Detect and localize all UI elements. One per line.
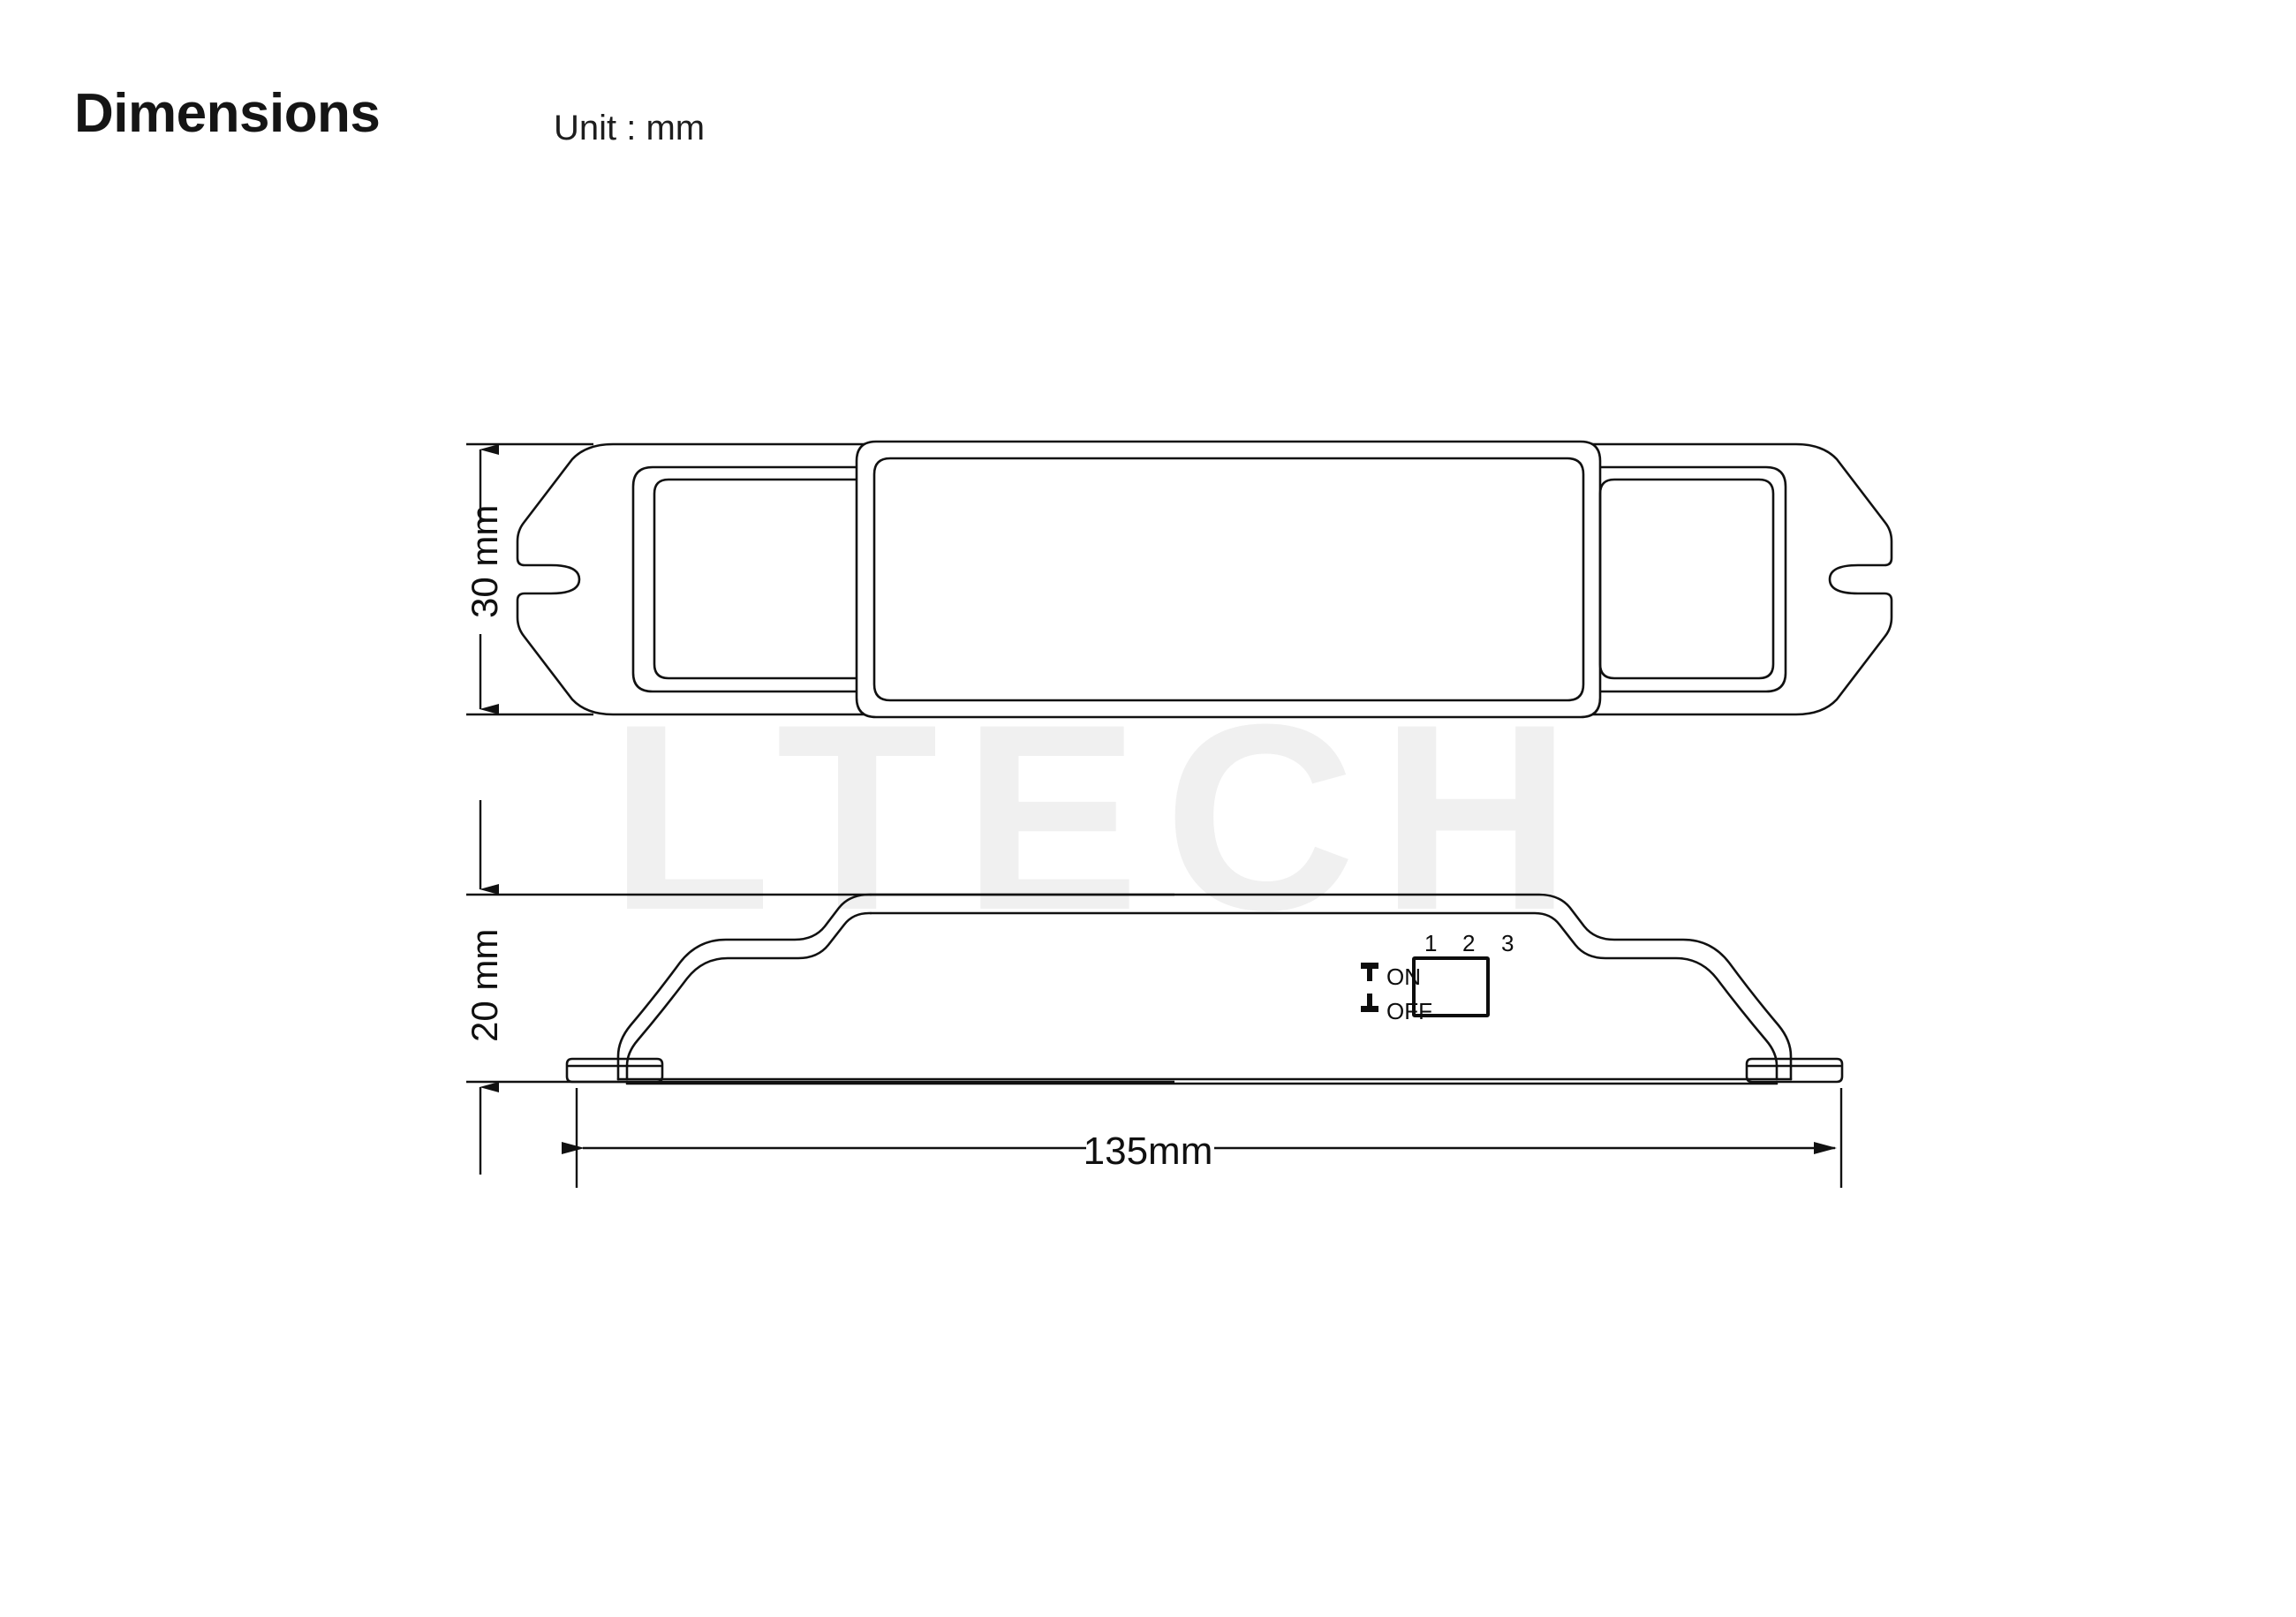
dimension-30mm-label: 30 mm: [464, 504, 505, 618]
side-view-outer-profile-left: [616, 893, 872, 1081]
top-view-center-panel-outer: [855, 440, 1602, 719]
top-view-group: [516, 440, 1893, 719]
side-view-outer-profile: [869, 893, 1793, 1081]
dip-switch-markers: [1361, 963, 1378, 1012]
dip-off-marker-stem: [1367, 994, 1372, 1012]
top-view-left-panel: [653, 478, 890, 680]
side-view-inner-profile-left: [625, 911, 872, 1081]
top-view-right-panel: [1598, 478, 1775, 680]
dimension-30mm-group: [466, 442, 593, 716]
top-view-center-panel-inner: [872, 457, 1585, 702]
side-view-inner-profile: [869, 911, 1779, 1081]
dip-switch-group: [1412, 956, 1490, 1017]
side-view-group: [565, 893, 1844, 1085]
dip-switch-body: [1412, 956, 1490, 1017]
side-view-right-flange: [1745, 1057, 1844, 1084]
dimension-20mm-label: 20 mm: [464, 928, 505, 1042]
page-title: Dimensions: [74, 83, 381, 144]
unit-label: Unit : mm: [554, 109, 706, 147]
dimension-135mm-group: [562, 1088, 1843, 1188]
dimension-135mm-label: 135mm: [1083, 1130, 1213, 1173]
dip-on-marker-stem: [1367, 963, 1372, 981]
top-view-inner-deck: [631, 465, 1787, 693]
dip-switch-off-label: OFF: [1386, 998, 1432, 1024]
page-header: Dimensions Unit : mm: [0, 0, 2296, 203]
dip-switch-number-1: 1: [1424, 930, 1438, 956]
dip-switch-number-3: 3: [1501, 930, 1514, 956]
top-view-outer-body: [516, 442, 1893, 716]
dimension-20mm-group: [466, 800, 1174, 1175]
dip-switch-number-2: 2: [1462, 930, 1476, 956]
dip-switch-on-label: ON: [1386, 963, 1421, 990]
